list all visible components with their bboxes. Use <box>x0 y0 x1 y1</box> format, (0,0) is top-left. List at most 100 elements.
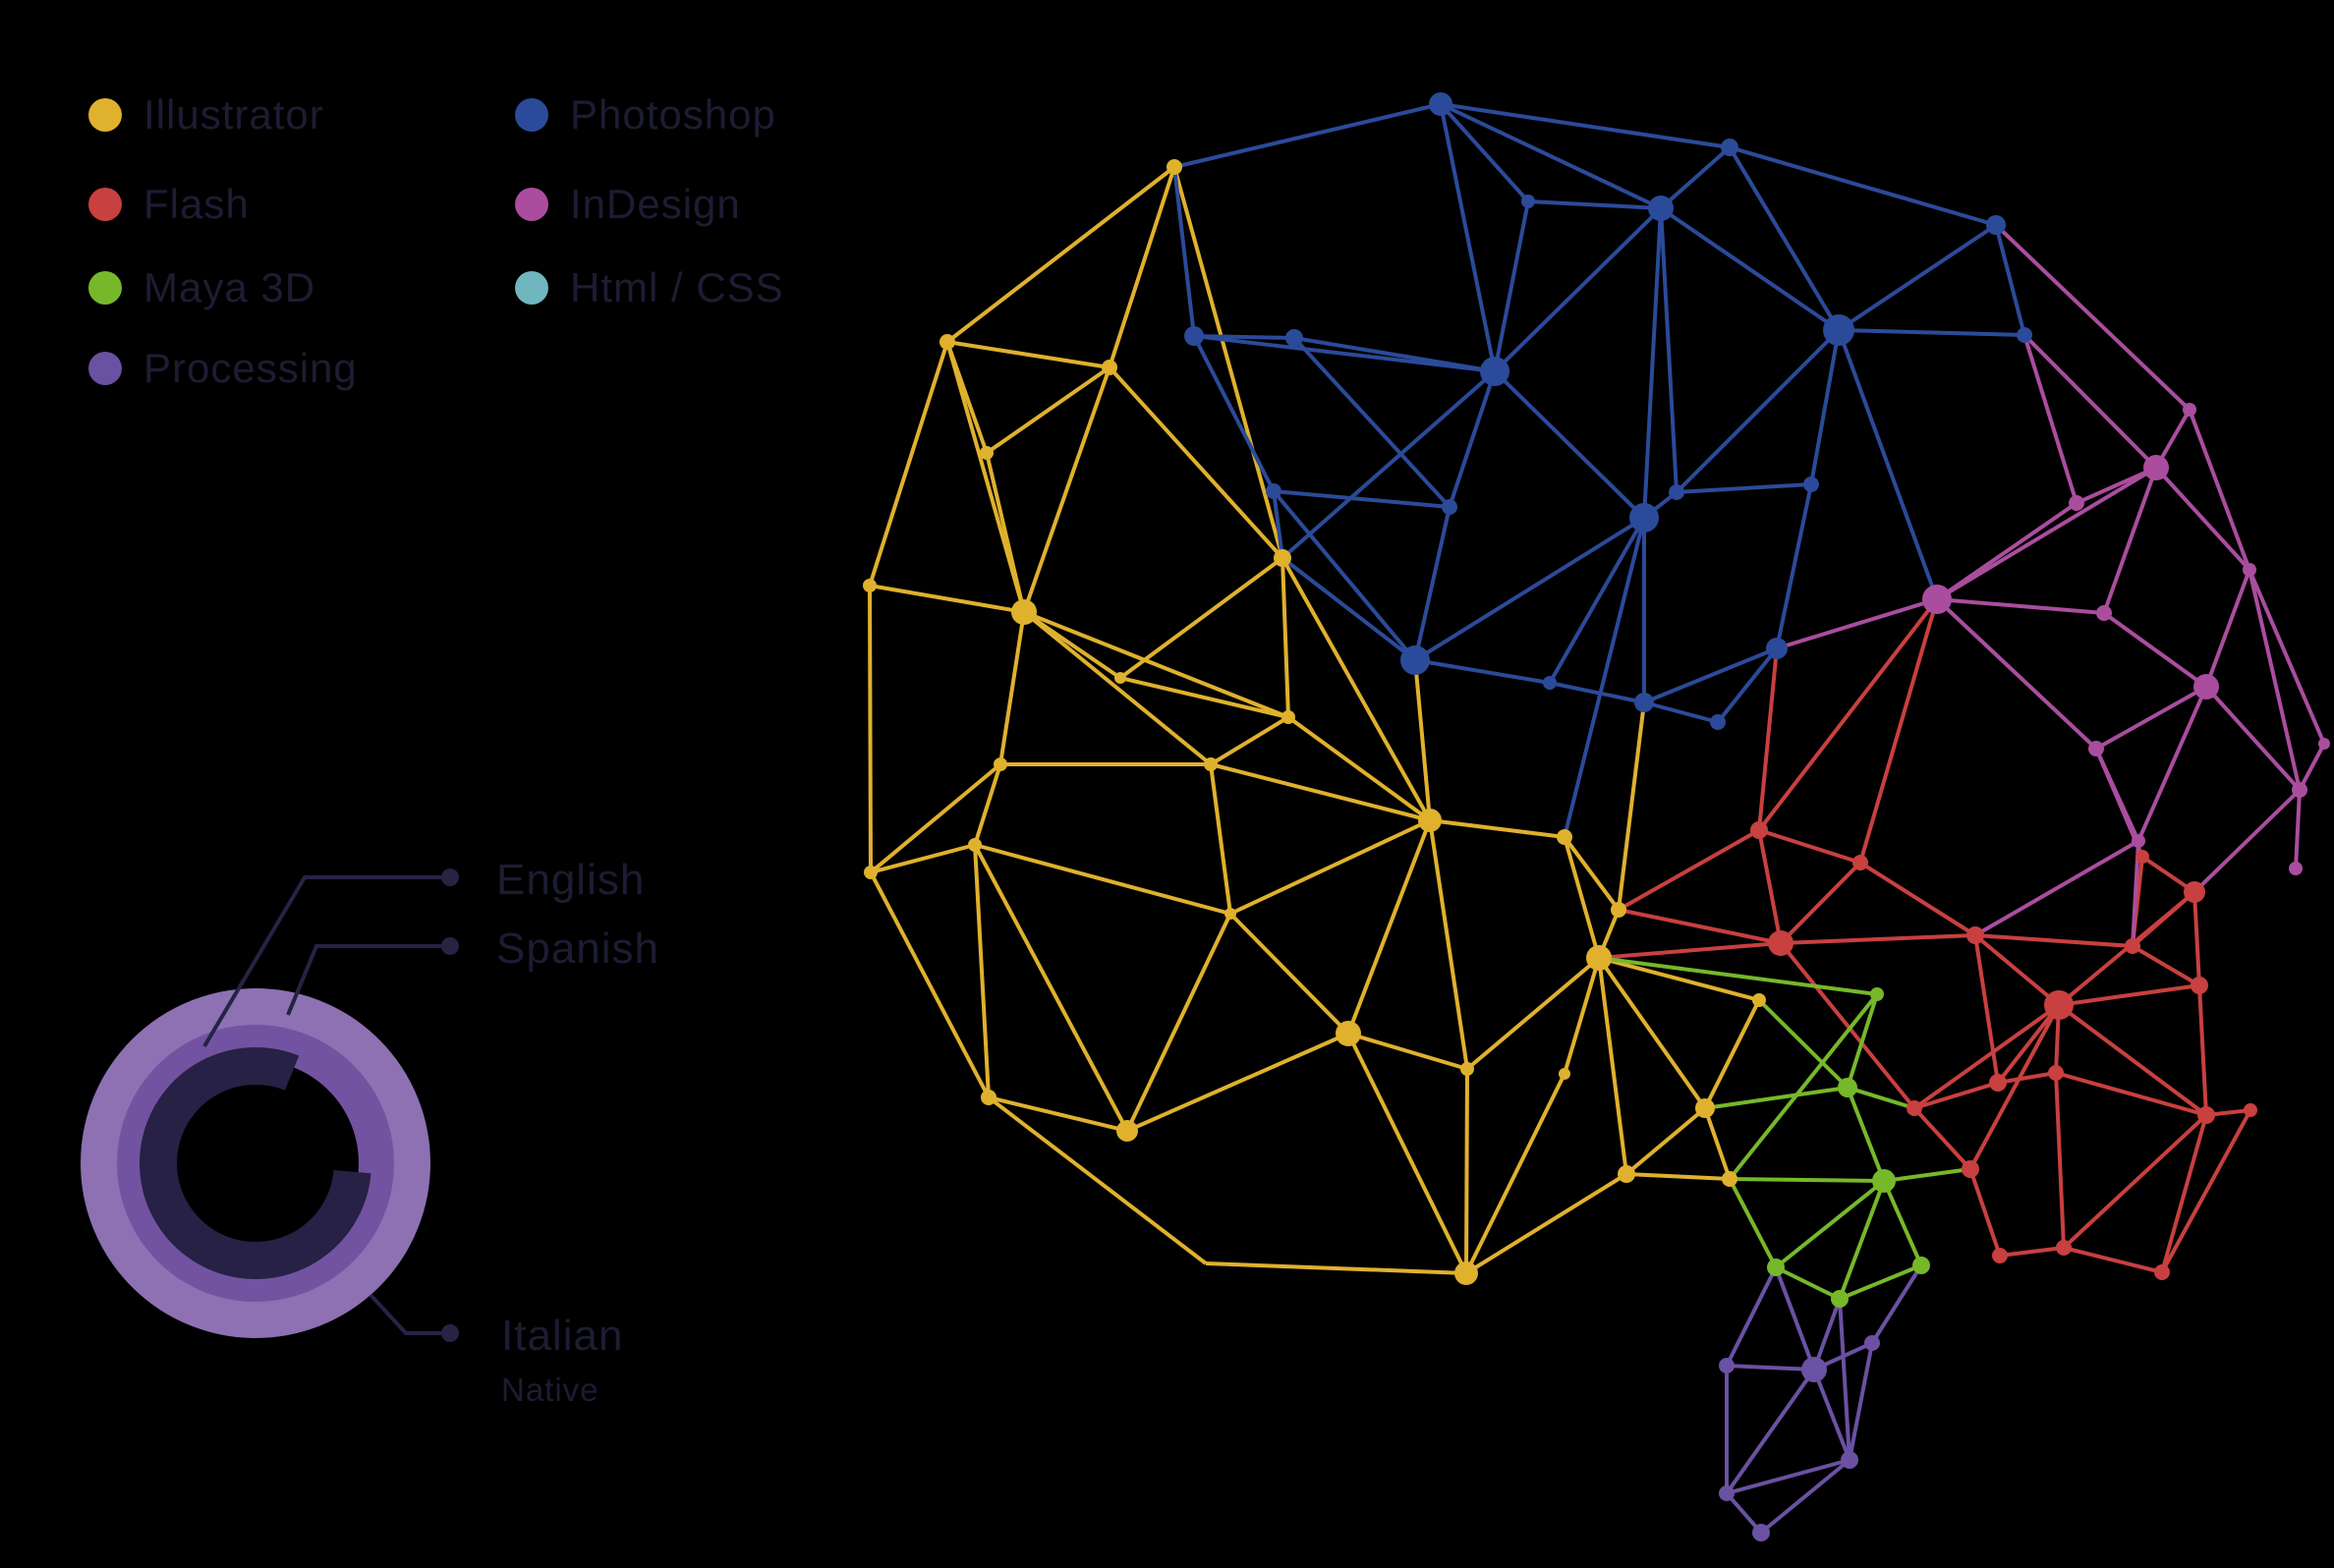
network-edge <box>1774 1266 1816 1371</box>
network-node-green <box>1831 1290 1849 1308</box>
network-edge <box>1912 1106 1972 1171</box>
magenta-dot-icon <box>515 188 548 221</box>
network-node-red <box>1768 930 1793 956</box>
network-node-yellow <box>1454 1261 1478 1285</box>
network-node-yellow <box>1586 945 1612 971</box>
network-edge <box>1757 998 1850 1090</box>
network-node-blue <box>1629 503 1659 532</box>
network-edge <box>1659 206 1841 332</box>
network-edge <box>1292 336 1452 509</box>
italian-leader-dot <box>441 1324 459 1342</box>
green-dot-icon <box>88 271 122 305</box>
network-node-red <box>1852 855 1868 870</box>
network-edge <box>2022 333 2158 470</box>
network-edge <box>1413 659 1432 821</box>
network-edge <box>1272 490 1284 559</box>
network-edge <box>2095 685 2207 751</box>
network-edge <box>870 843 976 874</box>
network-node-red <box>2125 938 2140 954</box>
network-edge <box>1642 207 1663 519</box>
network-edge <box>2131 944 2201 987</box>
network-edge <box>1726 1458 1850 1495</box>
network-edge <box>1675 328 1841 494</box>
network-edge <box>1838 328 2025 337</box>
network-edge <box>1912 1003 2061 1110</box>
network-edge <box>1997 1071 2057 1085</box>
network-node-magenta <box>2243 563 2256 577</box>
network-node-magenta <box>2069 495 2084 511</box>
network-edge <box>973 763 1002 846</box>
network-node-green <box>1872 1169 1896 1193</box>
network-node-red <box>2135 850 2149 864</box>
network-node-purple <box>1801 1357 1827 1382</box>
network-edge <box>1659 207 1679 493</box>
network-node-magenta <box>2289 862 2303 875</box>
network-node-blue <box>1648 196 1674 221</box>
network-edge <box>2054 1072 2066 1249</box>
network-edge <box>985 365 1111 455</box>
network-node-magenta <box>2096 605 2112 621</box>
network-node-magenta <box>2193 674 2219 700</box>
english-ring <box>81 988 430 1338</box>
network-edge <box>1837 223 1998 332</box>
network-edge <box>1618 828 1760 912</box>
network-edge <box>1716 646 1779 724</box>
network-edge <box>1725 1368 1816 1495</box>
network-edge <box>1118 556 1284 680</box>
legend-item-illustrator: Illustrator <box>88 91 324 139</box>
network-edge <box>1549 681 1645 704</box>
network-node-red <box>2056 1240 2072 1256</box>
legend-label: Html / CSS <box>570 264 784 310</box>
network-edge <box>2204 685 2302 792</box>
english-leader <box>202 875 441 1048</box>
network-node-magenta <box>2132 834 2145 848</box>
network-edge <box>1848 1342 1874 1461</box>
language-label-spanish: Spanish <box>496 924 660 973</box>
network-edge <box>1846 993 1879 1089</box>
network-edge <box>1618 908 1782 945</box>
network-edge <box>985 452 1026 613</box>
network-edge <box>1022 610 1213 766</box>
network-node-blue <box>1823 314 1854 346</box>
red-dot-icon <box>88 188 122 221</box>
network-edge <box>1464 1073 1566 1274</box>
network-edge <box>1726 1364 1815 1372</box>
network-edge <box>1913 1081 1999 1110</box>
network-node-blue <box>1766 638 1788 659</box>
network-edge <box>1758 828 1861 865</box>
network-edge <box>1172 166 1196 337</box>
network-edge <box>1996 1003 2061 1085</box>
network-node-yellow <box>1274 549 1291 567</box>
network-edge <box>988 1095 1128 1133</box>
network-edge <box>1563 957 1601 1075</box>
teal-dot-icon <box>515 271 548 305</box>
network-node-yellow <box>1557 829 1572 845</box>
network-edge <box>1598 956 1760 1002</box>
network-edge <box>946 340 1110 369</box>
network-edge <box>1703 999 1761 1109</box>
network-edge <box>1346 1033 1468 1274</box>
network-node-red <box>1962 1160 1979 1178</box>
network-edge <box>1439 102 1530 203</box>
network-edge <box>2062 1113 2208 1250</box>
network-edge <box>1973 934 2000 1084</box>
network-edge <box>1728 145 1841 332</box>
network-edge <box>2058 983 2200 1007</box>
network-edge <box>1293 336 1496 373</box>
network-edge <box>1775 483 1813 649</box>
network-edge <box>1728 992 1879 1181</box>
network-node-yellow <box>1722 1171 1737 1187</box>
network-edge <box>1846 1087 1886 1182</box>
network-node-blue <box>1184 326 1204 346</box>
network-node-green <box>1767 1259 1785 1276</box>
network-edge <box>868 585 873 873</box>
network-edge <box>2248 569 2326 745</box>
network-edge <box>1173 102 1442 169</box>
network-edge <box>2160 1114 2208 1273</box>
network-edge <box>1281 556 1417 662</box>
network-node-blue <box>2017 327 2032 343</box>
italian-leader <box>369 1293 441 1335</box>
network-edge <box>868 341 949 587</box>
network-edge <box>1704 1086 1849 1110</box>
